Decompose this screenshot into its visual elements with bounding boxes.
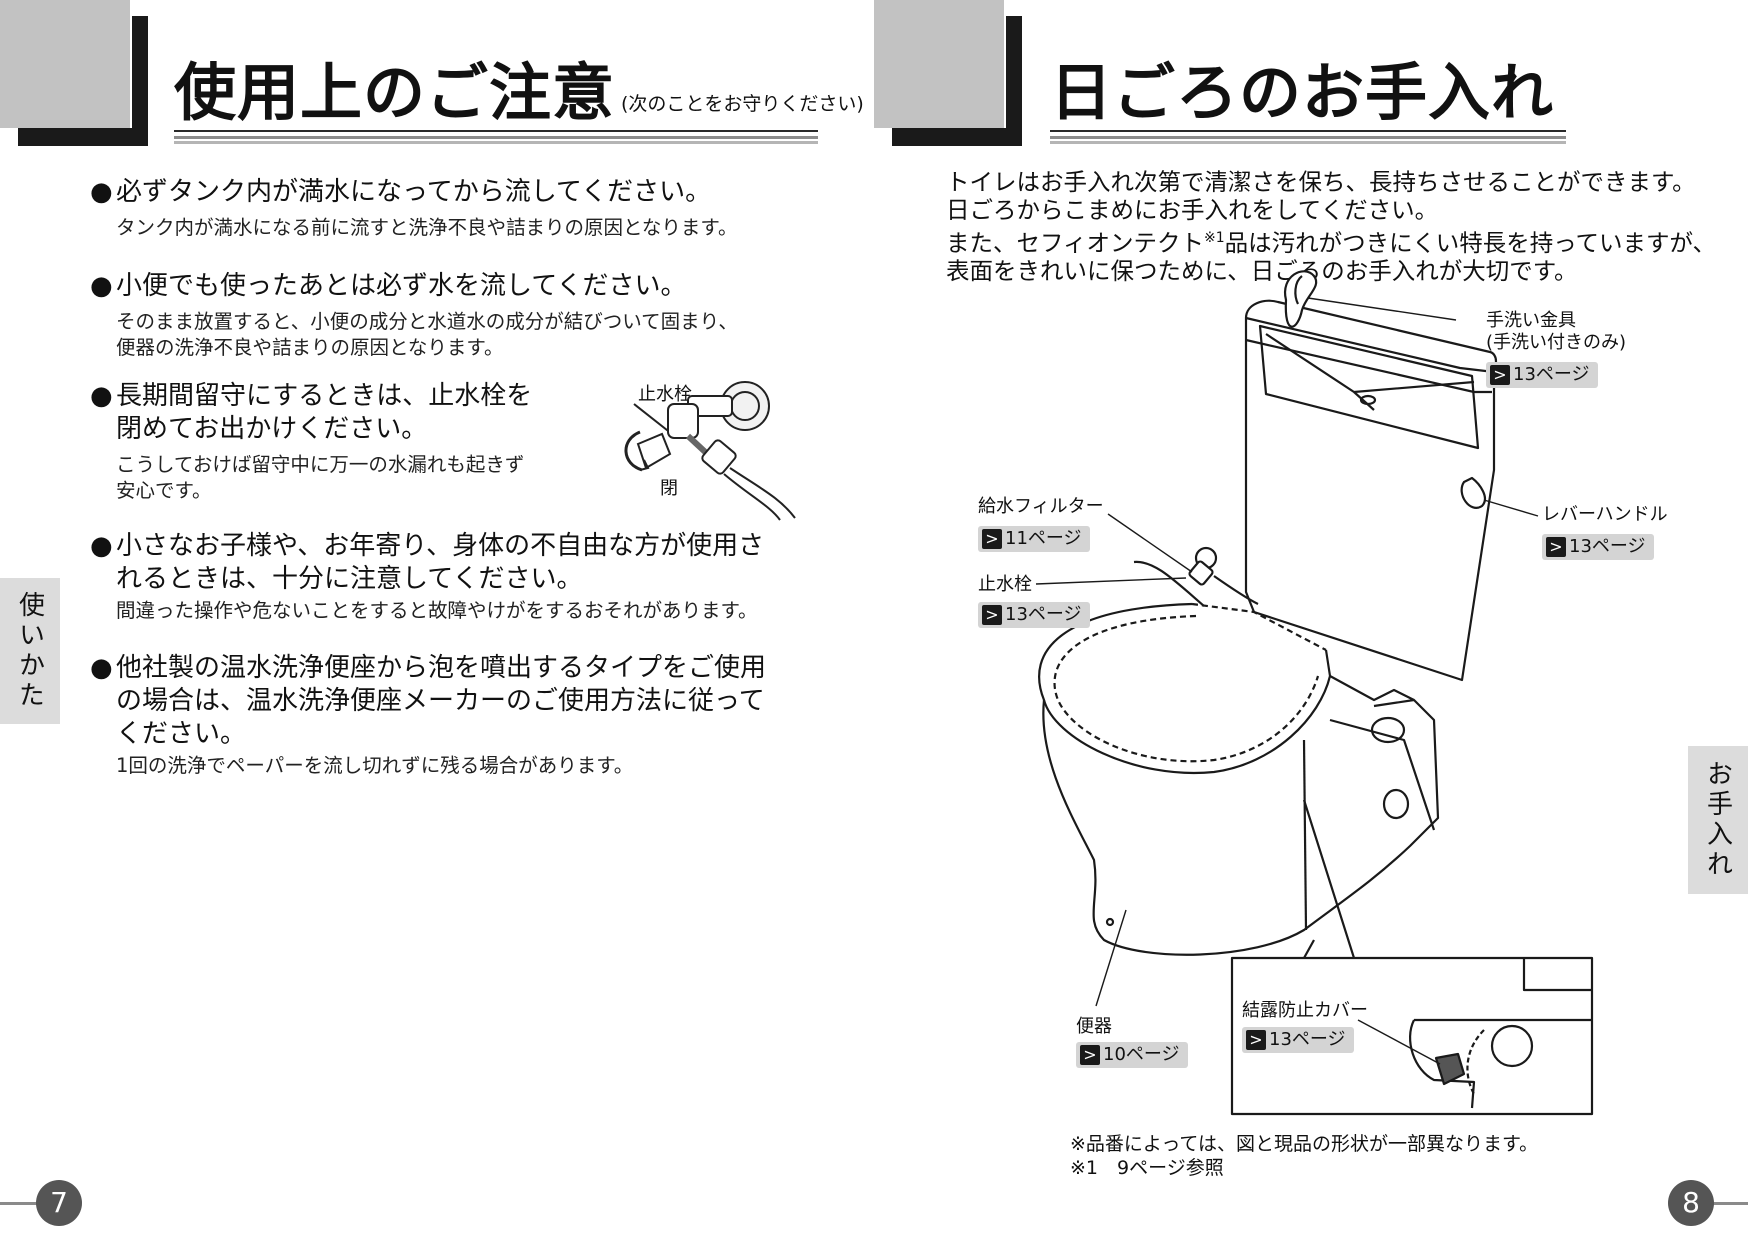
note-4: ●小さなお子様や、お年寄り、身体の不自由な方が使用さ れるときは、十分に注意して… <box>90 530 764 624</box>
page-title-sub: (次のことをお守りください) <box>621 93 864 115</box>
page-title: 使用上のご注意(次のことをお守りください) <box>174 62 864 124</box>
note-body: 間違った操作や危ないことをすると故障やけがをするおそれがあります。 <box>116 599 758 622</box>
callout-filter-ref[interactable]: >11ページ <box>978 526 1090 552</box>
page-number-line <box>0 1202 40 1205</box>
valve-illustration <box>624 381 796 521</box>
callout-hand-wash-sub: (手洗い付きのみ) <box>1486 332 1627 353</box>
arrow-right-icon: > <box>1546 537 1566 557</box>
page-number-line <box>1708 1202 1748 1205</box>
page-title: 日ごろのお手入れ <box>1050 56 1555 129</box>
page-right: 日ごろのお手入れ トイレはお手入れ次第で清潔さを保ち、長持ちさせることができます… <box>874 0 1748 1240</box>
header-block-gray <box>874 0 1004 128</box>
header-block-base <box>18 128 148 146</box>
callout-valve-label: 止水栓 <box>978 574 1032 595</box>
callout-condensation-label: 結露防止カバー <box>1242 1000 1368 1021</box>
page-number: 8 <box>1668 1180 1714 1226</box>
footnote-ref: ※1 9ページ参照 <box>1070 1157 1224 1179</box>
note-body: タンク内が満水になる前に流すと洗浄不良や詰まりの原因となります。 <box>116 216 738 239</box>
note-heading: ●小さなお子様や、お年寄り、身体の不自由な方が使用さ れるときは、十分に注意して… <box>90 531 765 594</box>
side-tab-care: お手入れ <box>1688 746 1748 894</box>
callout-valve-ref[interactable]: >13ページ <box>978 602 1090 628</box>
header-block-base <box>892 128 1022 146</box>
callout-bowl-ref[interactable]: >10ページ <box>1076 1042 1188 1068</box>
header-block-gray <box>0 0 130 128</box>
note-heading: ●必ずタンク内が満水になってから流してください。 <box>90 177 712 207</box>
note-body: そのまま放置すると、小便の成分と水道水の成分が結びついて固まり、 便器の洗浄不良… <box>116 310 738 359</box>
header-block-bar <box>132 16 148 146</box>
callout-hand-wash-ref[interactable]: >13ページ <box>1486 362 1598 388</box>
note-heading: ●長期間留守にするときは、止水栓を 閉めてお出かけください。 <box>90 381 533 444</box>
arrow-right-icon: > <box>1246 1030 1266 1050</box>
callout-lever-label: レバーハンドル <box>1542 504 1668 525</box>
callout-lever-ref[interactable]: >13ページ <box>1542 534 1654 560</box>
intro-text: トイレはお手入れ次第で清潔さを保ち、長持ちさせることができます。 日ごろからこま… <box>946 168 1717 285</box>
valve-illustration-label: 止水栓 <box>638 384 692 405</box>
note-heading: ●他社製の温水洗浄便座から泡を噴出するタイプをご使用 の場合は、温水洗浄便座メー… <box>90 653 767 749</box>
callout-filter-label: 給水フィルター <box>978 496 1104 517</box>
title-rule <box>1050 130 1566 144</box>
note-1: ●必ずタンク内が満水になってから流してください。 タンク内が満水になる前に流すと… <box>90 176 737 241</box>
footnote-marker: ※1 <box>1204 230 1225 246</box>
callout-hand-wash-label: 手洗い金具 <box>1486 310 1576 331</box>
page-number: 7 <box>36 1180 82 1226</box>
note-5: ●他社製の温水洗浄便座から泡を噴出するタイプをご使用 の場合は、温水洗浄便座メー… <box>90 652 766 779</box>
header-block-bar <box>1006 16 1022 146</box>
note-heading: ●小便でも使ったあとは必ず水を流してください。 <box>90 271 687 301</box>
arrow-right-icon: > <box>1080 1045 1100 1065</box>
arrow-right-icon: > <box>1490 365 1510 385</box>
note-3: ●長期間留守にするときは、止水栓を 閉めてお出かけください。 こうしておけば留守… <box>90 380 532 504</box>
page-title-text: 使用上のご注意 <box>174 56 616 129</box>
callout-bowl-label: 便器 <box>1076 1016 1112 1037</box>
side-tab-usage: 使いかた <box>0 578 60 724</box>
page-left: 使用上のご注意(次のことをお守りください) ●必ずタンク内が満水になってから流し… <box>0 0 864 1226</box>
footnote-shape: ※品番によっては、図と現品の形状が一部異なります。 <box>1070 1133 1539 1155</box>
callout-condensation-ref[interactable]: >13ページ <box>1242 1027 1354 1053</box>
note-2: ●小便でも使ったあとは必ず水を流してください。 そのまま放置すると、小便の成分と… <box>90 270 738 361</box>
valve-close-label: 閉 <box>660 478 678 499</box>
note-body: 1回の洗浄でペーパーを流し切れずに残る場合があります。 <box>116 754 634 777</box>
note-body: こうしておけば留守中に万一の水漏れも起きず 安心です。 <box>116 453 525 502</box>
title-rule <box>174 130 818 144</box>
arrow-right-icon: > <box>982 529 1002 549</box>
arrow-right-icon: > <box>982 605 1002 625</box>
